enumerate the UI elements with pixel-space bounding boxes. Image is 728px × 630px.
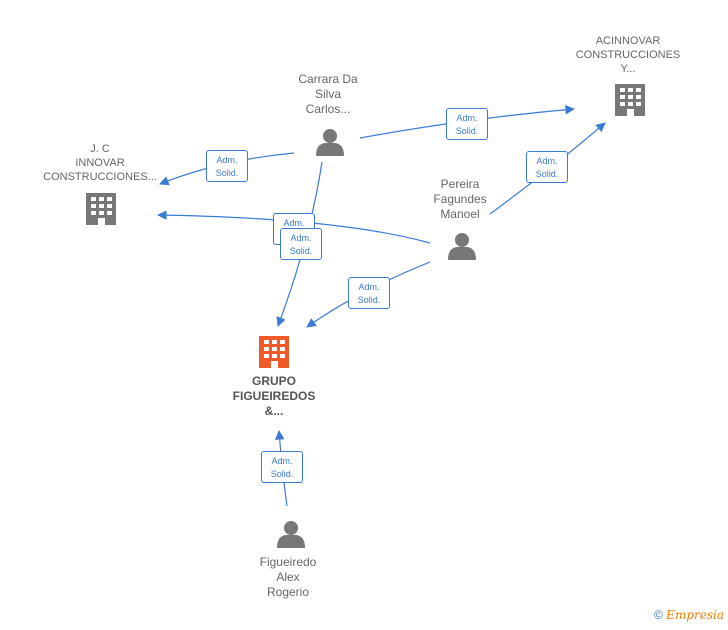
- brand-initial: E: [666, 608, 675, 622]
- figueiredo-label-line: Rogerio: [266, 585, 310, 599]
- acinnovar-label-line: CONSTRUCCIONES: [575, 49, 681, 61]
- grupo-label-line: &...: [264, 404, 284, 418]
- carrara-label-line: Carlos...: [305, 102, 351, 116]
- pereira-label-line: Manoel: [440, 207, 480, 221]
- edge-badge-text: Adm.: [358, 282, 380, 292]
- carrara-person-icon[interactable]: [316, 129, 344, 156]
- carrara-label-line: Carrara Da: [298, 72, 358, 86]
- pereira-label-line: Pereira: [440, 177, 480, 191]
- figueiredo-label-line: Alex: [276, 570, 300, 584]
- acinnovar-label-line: Y...: [620, 63, 636, 75]
- edge-badge-carrara-jc[interactable]: Adm. Solid.: [206, 150, 248, 182]
- figueiredo-label-line: Figueiredo: [259, 555, 317, 569]
- carrara-label-line: Silva: [314, 87, 341, 101]
- edge-badge-figueiredo-grupo[interactable]: Adm. Solid.: [261, 451, 303, 483]
- edge-badge-text: Adm.: [456, 113, 478, 123]
- jc-building-icon[interactable]: [86, 193, 116, 225]
- grupo-building-icon[interactable]: [259, 336, 289, 368]
- edge-pereira-jc: [157, 210, 431, 244]
- edge-badge-text: Solid.: [289, 246, 313, 256]
- acinnovar-building-icon[interactable]: [615, 84, 645, 116]
- empresia-watermark: © Empresia: [654, 608, 724, 622]
- jc-label-line: J. C: [90, 143, 110, 155]
- jc-label-line: CONSTRUCCIONES...: [43, 171, 157, 183]
- edge-badge-text: Adm.: [271, 456, 293, 466]
- edge-badge-text: Solid.: [455, 126, 479, 136]
- copyright-icon: ©: [653, 608, 663, 622]
- pereira-person-icon[interactable]: [448, 233, 476, 260]
- edge-badge-text: Solid.: [270, 469, 294, 479]
- edge-badge-text: Solid.: [535, 169, 559, 179]
- pereira-label[interactable]: Pereira Fagundes Manoel: [418, 177, 502, 222]
- edge-badge-text: Adm.: [283, 218, 305, 228]
- edge-badge-pereira-acinnovar[interactable]: Adm. Solid.: [526, 151, 568, 183]
- figueiredo-label[interactable]: Figueiredo Alex Rogerio: [242, 555, 334, 600]
- brand-logo: Empresia: [666, 608, 724, 622]
- edge-badge-text: Solid.: [215, 168, 239, 178]
- jc-label[interactable]: J. C INNOVAR CONSTRUCCIONES...: [38, 142, 162, 184]
- figueiredo-person-icon[interactable]: [277, 521, 305, 548]
- grupo-label-line: FIGUEIREDOS: [232, 389, 316, 403]
- edge-badge-text: Adm.: [290, 233, 312, 243]
- edge-badge-text: Solid.: [357, 295, 381, 305]
- edge-badge-carrara-acinnovar[interactable]: Adm. Solid.: [446, 108, 488, 140]
- jc-label-line: INNOVAR: [75, 157, 125, 169]
- acinnovar-label-line: ACINNOVAR: [595, 35, 661, 47]
- brand-name: mpresia: [674, 608, 724, 622]
- edge-badge-carrara-grupo[interactable]: Adm. Solid.: [280, 228, 322, 260]
- pereira-label-line: Fagundes: [433, 192, 487, 206]
- grupo-label[interactable]: GRUPO FIGUEIREDOS &...: [224, 374, 324, 419]
- grupo-label-line: GRUPO: [251, 374, 296, 388]
- acinnovar-label[interactable]: ACINNOVAR CONSTRUCCIONES Y...: [568, 34, 688, 76]
- edge-badge-text: Adm.: [536, 156, 558, 166]
- edge-badge-text: Adm.: [216, 155, 238, 165]
- carrara-label[interactable]: Carrara Da Silva Carlos...: [278, 72, 378, 117]
- edge-badge-pereira-grupo[interactable]: Adm. Solid.: [348, 277, 390, 309]
